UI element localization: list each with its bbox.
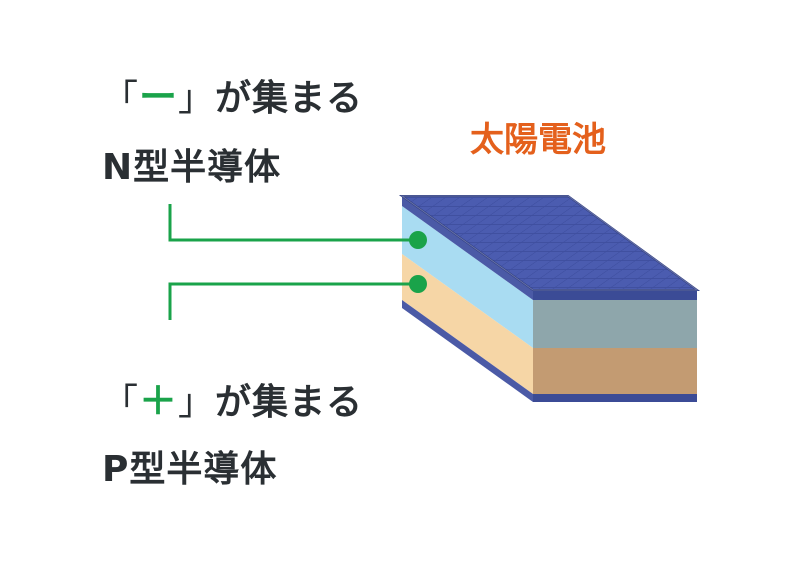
plus-sign: ＋ [139,379,179,423]
n-type-close-bracket: 」 [178,78,216,119]
bottom-frame-side [533,394,697,402]
n-layer-side [533,300,697,348]
top-frame-front [402,196,533,300]
n-wire [168,204,418,242]
n-type-open-bracket: 「 [102,78,140,119]
solar-panel-surface [398,195,701,291]
minus-sign: ー [139,75,179,119]
p-type-caption: 「＋」が集まる [102,370,363,425]
p-type-semiconductor-label: P型半導体 [102,449,278,490]
n-type-collects-text: が集まる [215,78,364,119]
p-terminal-dot [409,275,427,293]
p-type-collects-text: が集まる [215,382,364,423]
p-layer-side [533,348,697,394]
p-type-open-bracket: 「 [102,382,140,423]
bottom-frame-front [402,300,533,402]
solar-cell-title: 太陽電池 [470,120,606,160]
n-terminal-dot [409,231,427,249]
n-layer-front [402,206,533,348]
p-layer-front [402,254,533,394]
p-wire [168,282,418,320]
n-type-semiconductor-label: N型半導体 [102,147,282,188]
p-type-close-bracket: 」 [178,382,216,423]
top-frame-side [533,290,697,300]
n-type-caption: 「ー」が集まる [102,66,363,121]
